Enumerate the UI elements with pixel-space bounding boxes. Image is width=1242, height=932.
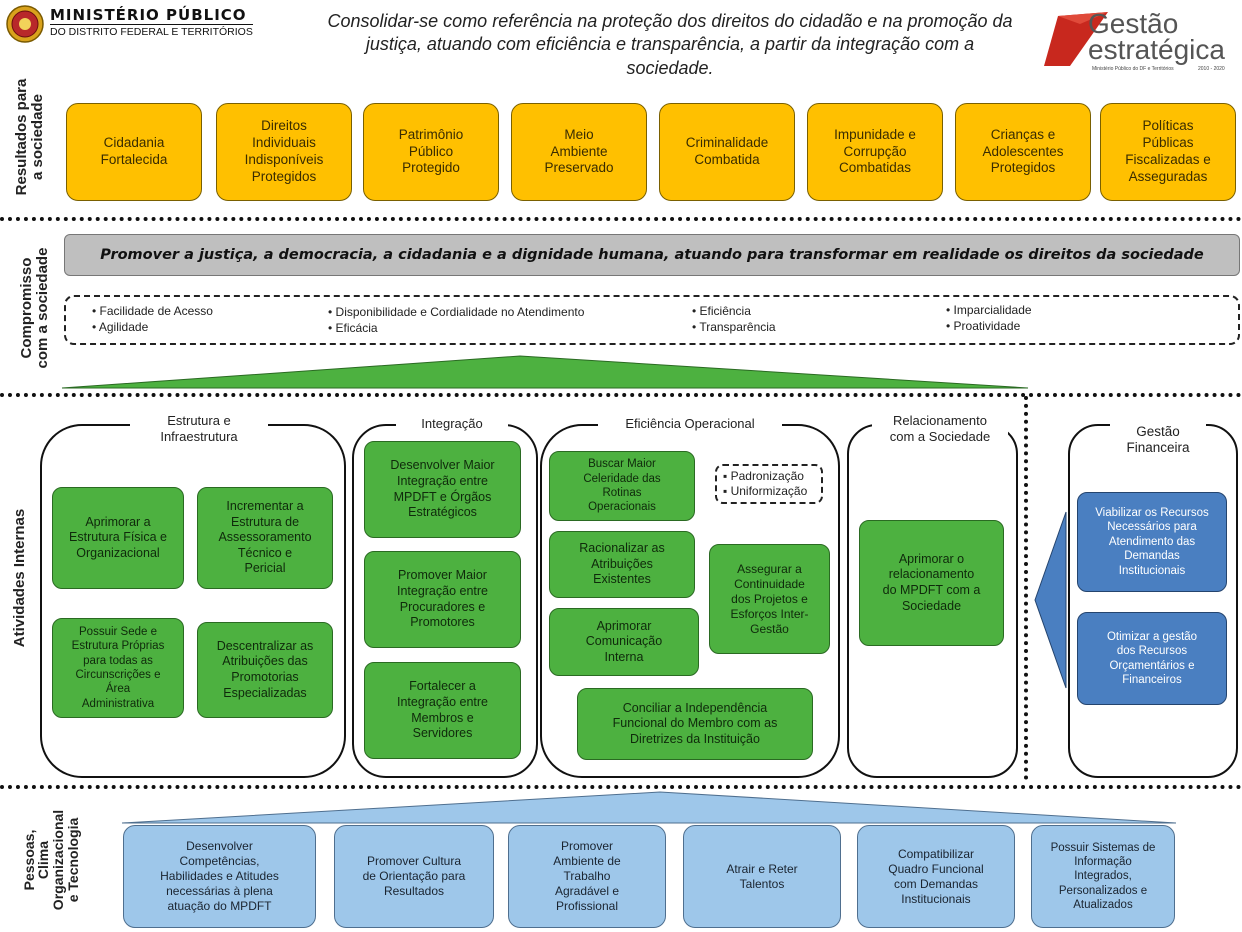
section-label-atividades: Atividades Internas [11, 508, 29, 648]
result-box-8: Políticas Públicas Fiscalizadas e Assegu… [1100, 103, 1236, 201]
result-box-7: Crianças e Adolescentes Protegidos [955, 103, 1091, 201]
section-label-resultados: Resultados para a sociedade [13, 78, 46, 196]
gestao-estrategica-logo: Gestão estratégica Ministério Público do… [1040, 8, 1240, 74]
objective-relacionamento: Aprimorar o relacionamento do MPDFT com … [859, 520, 1004, 646]
people-objective-3: Promover Ambiente de Trabalho Agradável … [508, 825, 666, 928]
objective-integracao-3: Fortalecer a Integração entre Membros e … [364, 662, 521, 759]
objective-estrutura-3: Possuir Sede e Estrutura Próprias para t… [52, 618, 184, 718]
panel-gestao [1068, 424, 1238, 778]
compromisso-triangle [61, 355, 1029, 389]
objective-eficiencia-3: Aprimorar Comunicação Interna [549, 608, 699, 676]
people-objective-4: Atrair e Reter Talentos [683, 825, 841, 928]
objective-eficiencia-2: Racionalizar as Atribuições Existentes [549, 531, 695, 598]
result-box-5: Criminalidade Combatida [659, 103, 795, 201]
panel-estrutura [40, 424, 346, 778]
objective-gestao-2: Otimizar a gestão dos Recursos Orçamentá… [1077, 612, 1227, 705]
result-box-3: Patrimônio Público Protegido [363, 103, 499, 201]
padronizacao-box: ▪ Padronização ▪ Uniformização [715, 464, 823, 504]
divider-vertical [1024, 396, 1028, 780]
people-objective-1: Desenvolver Competências, Habilidades e … [123, 825, 316, 928]
objective-estrutura-2: Incrementar a Estrutura de Assessorament… [197, 487, 333, 589]
panel-title-estrutura: Estrutura e Infraestrutura [130, 413, 268, 445]
logo-line2: estratégica [1088, 34, 1225, 65]
people-objective-2: Promover Cultura de Orientação para Resu… [334, 825, 494, 928]
value-group-4: • Imparcialidade • Proatividade [946, 303, 1032, 333]
divider-1 [0, 217, 1242, 221]
logo-years: 2010 - 2020 [1198, 66, 1225, 72]
result-box-1: Cidadania Fortalecida [66, 103, 202, 201]
objective-integracao-1: Desenvolver Maior Integração entre MPDFT… [364, 441, 521, 538]
panel-title-integracao: Integração [396, 416, 508, 432]
panel-title-gestao: Gestão Financeira [1110, 424, 1206, 457]
divider-3 [0, 785, 1242, 789]
result-box-4: Meio Ambiente Preservado [511, 103, 647, 201]
objective-eficiencia-4: Assegurar a Continuidade dos Projetos e … [709, 544, 830, 654]
org-name: MINISTÉRIO PÚBLICO [50, 6, 247, 24]
objective-estrutura-4: Descentralizar as Atribuições das Promot… [197, 622, 333, 718]
value-group-3: • Eficiência • Transparência [692, 304, 776, 334]
org-subtitle: DO DISTRITO FEDERAL E TERRITÓRIOS [50, 24, 253, 38]
org-seal-logo [5, 4, 45, 44]
logo-small-text: Ministério Público do DF e Territórios [1092, 66, 1174, 72]
result-box-2: Direitos Individuais Indisponíveis Prote… [216, 103, 352, 201]
people-objective-6: Possuir Sistemas de Informação Integrado… [1031, 825, 1175, 928]
pessoas-triangle [121, 791, 1177, 824]
values-box [64, 295, 1240, 345]
panel-title-relacionamento: Relacionamento com a Sociedade [872, 413, 1008, 445]
objective-eficiencia-5: Conciliar a Independência Funcional do M… [577, 688, 813, 760]
result-box-6: Impunidade e Corrupção Combatidas [807, 103, 943, 201]
vision-statement: Consolidar-se como referência na proteçã… [327, 11, 1013, 78]
logo-line1: Gestão [1088, 8, 1179, 39]
value-group-1: • Facilidade de Acesso • Agilidade [92, 304, 213, 334]
mission-bar: Promover a justiça, a democracia, a cida… [64, 234, 1240, 276]
people-objective-5: Compatibilizar Quadro Funcional com Dema… [857, 825, 1015, 928]
divider-2 [0, 393, 1242, 397]
finance-arrow [1034, 511, 1067, 689]
objective-integracao-2: Promover Maior Integração entre Procurad… [364, 551, 521, 648]
objective-estrutura-1: Aprimorar a Estrutura Física e Organizac… [52, 487, 184, 589]
objective-gestao-1: Viabilizar os Recursos Necessários para … [1077, 492, 1227, 592]
value-group-2: • Disponibilidade e Cordialidade no Aten… [328, 305, 585, 335]
panel-title-eficiencia: Eficiência Operacional [598, 416, 782, 432]
objective-eficiencia-1: Buscar Maior Celeridade das Rotinas Oper… [549, 451, 695, 521]
